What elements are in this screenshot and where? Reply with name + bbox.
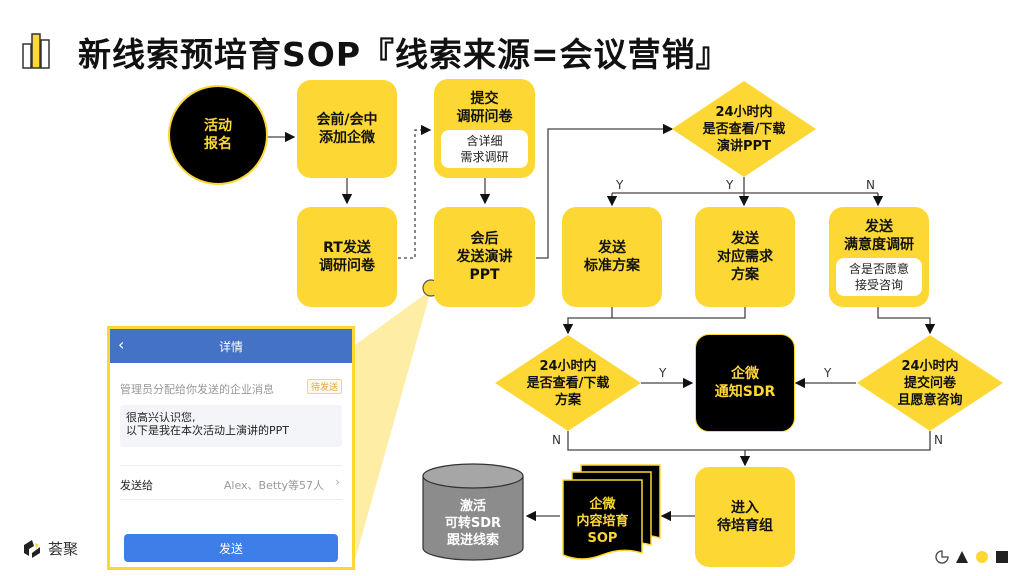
chevron-right-icon[interactable]: › bbox=[335, 475, 340, 489]
document-stack-shape bbox=[562, 464, 661, 560]
page-title: 新线索预培育SOP『线索来源=会议营销』 bbox=[78, 35, 730, 74]
database-shape bbox=[422, 463, 524, 561]
node-send-standard: 发送标准方案 bbox=[562, 207, 662, 307]
node-survey-consult: 24小时内提交问卷且愿意咨询 bbox=[897, 358, 963, 408]
phone-header: ‹ 详情 bbox=[110, 329, 352, 363]
message-box: 很高兴认识您, 以下是我在本次活动上演讲的PPT bbox=[120, 405, 342, 447]
brand-logo: 荟聚 bbox=[22, 538, 78, 559]
circle-icon bbox=[976, 551, 988, 563]
edge-label-y: Y bbox=[659, 366, 667, 380]
phone-mockup: ‹ 详情 管理员分配给你发送的企业消息 待发送 很高兴认识您, 以下是我在本次活… bbox=[107, 326, 355, 570]
phone-subtitle: 管理员分配给你发送的企业消息 bbox=[120, 383, 274, 396]
node-signup: 活动报名 bbox=[168, 85, 268, 185]
send-to-label: 发送给 bbox=[120, 479, 153, 492]
footer-shapes bbox=[935, 550, 1009, 564]
node-nurture-group: 进入待培育组 bbox=[695, 467, 795, 567]
diamond-check-plan bbox=[495, 335, 641, 431]
node-check-plan: 24小时内是否查看/下载方案 bbox=[526, 358, 610, 408]
node-add-wecom: 会前/会中添加企微 bbox=[297, 80, 397, 178]
triangle-icon bbox=[956, 551, 968, 563]
send-to-value[interactable]: Alex、Betty等57人 bbox=[223, 479, 324, 492]
divider bbox=[120, 465, 342, 466]
send-button[interactable]: 发送 bbox=[124, 534, 338, 562]
node-notify-sdr: 企微通知SDR bbox=[695, 334, 795, 432]
status-badge: 待发送 bbox=[306, 379, 342, 394]
edge-label-n: N bbox=[552, 433, 561, 447]
node-send-satisfaction-note: 含是否愿意接受咨询 bbox=[836, 258, 922, 296]
node-rt-send-survey: RT发送调研问卷 bbox=[297, 207, 397, 307]
diamond-check-ppt bbox=[672, 81, 816, 177]
edge-rtsend-submit bbox=[398, 124, 432, 259]
edge-label-y: Y bbox=[824, 366, 832, 380]
node-send-satisfaction: 发送满意度调研 含是否愿意接受咨询 bbox=[829, 207, 929, 307]
callout-wedge bbox=[355, 290, 431, 560]
brand-name: 荟聚 bbox=[48, 540, 79, 558]
node-send-matching: 发送对应需求方案 bbox=[695, 207, 795, 307]
back-icon[interactable]: ‹ bbox=[118, 335, 125, 354]
diamond-survey-consult bbox=[857, 335, 1003, 431]
bar-chart-icon bbox=[22, 30, 52, 74]
node-submit-survey-note: 含详细需求调研 bbox=[441, 129, 528, 168]
brand-icon bbox=[24, 539, 40, 558]
edge-label-n: N bbox=[934, 433, 943, 447]
node-check-ppt: 24小时内是否查看/下载演讲PPT bbox=[702, 104, 786, 154]
edge-label-n: N bbox=[866, 178, 875, 192]
edge-sendppt-checkppt bbox=[536, 123, 674, 259]
phone-title: 详情 bbox=[218, 339, 243, 354]
divider bbox=[120, 499, 342, 500]
pie-icon bbox=[935, 550, 949, 564]
square-icon bbox=[996, 551, 1008, 563]
edge-label-y: Y bbox=[726, 178, 734, 192]
node-submit-survey: 提交调研问卷 含详细需求调研 bbox=[434, 79, 535, 178]
edge-label-y: Y bbox=[616, 178, 624, 192]
